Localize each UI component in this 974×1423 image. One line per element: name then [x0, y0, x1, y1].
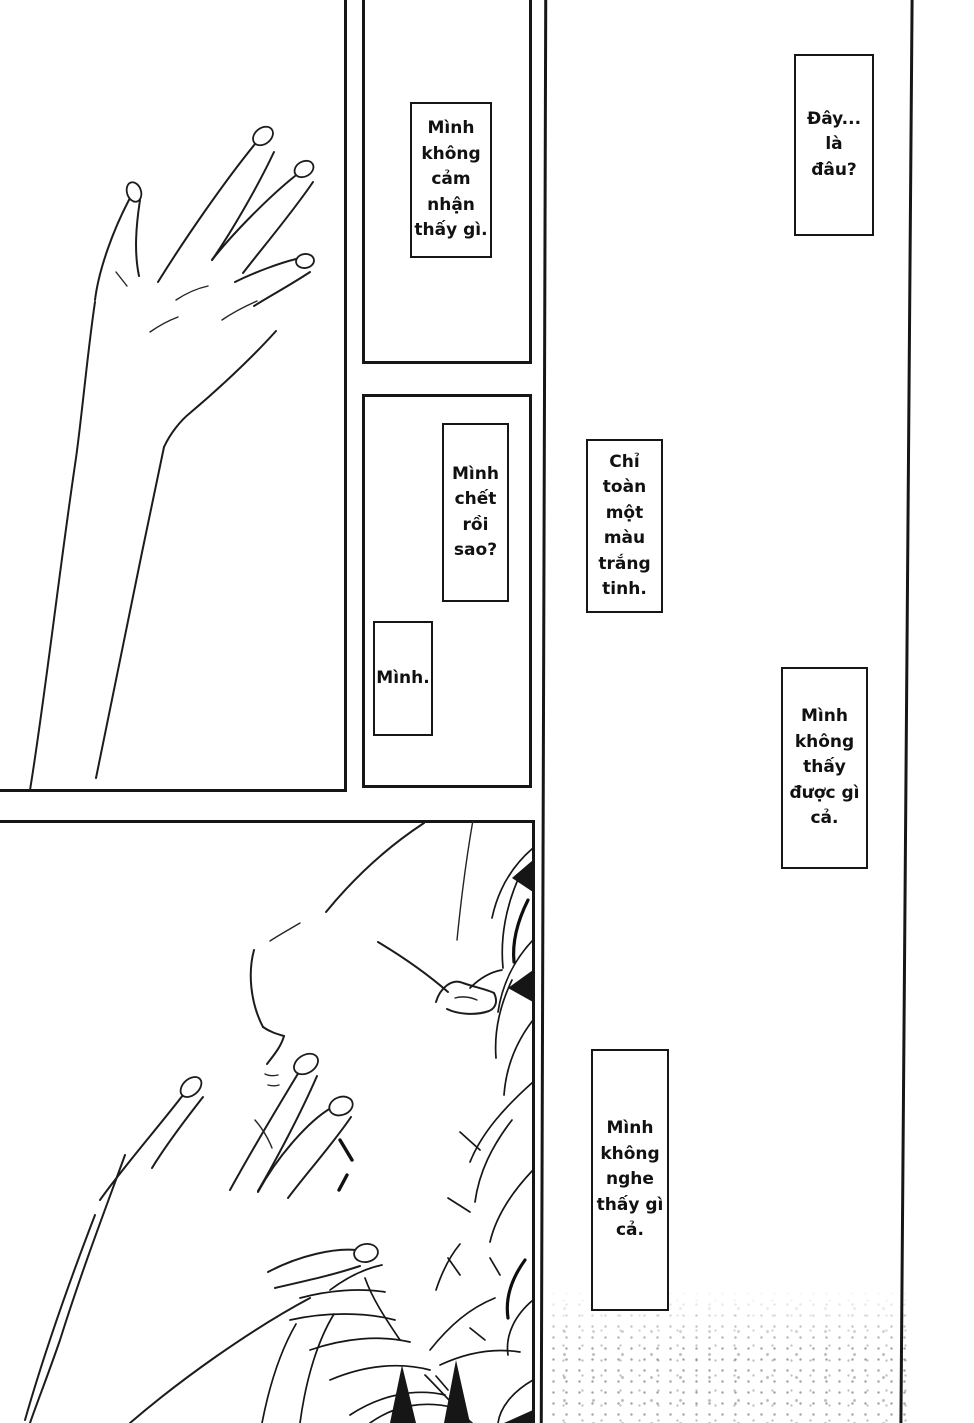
vertical-rule-center	[539, 0, 548, 1423]
vertical-rule-right	[899, 0, 914, 1423]
speech-box-where: Đây... là đâu?	[794, 54, 874, 236]
speech-box-feel: Mình không cảm nhận thấy gì.	[410, 102, 492, 258]
speech-box-white: Chỉ toàn một màu trắng tinh.	[586, 439, 663, 613]
panel-middle-top	[362, 0, 532, 364]
panel-bottom	[0, 820, 535, 1423]
speech-text: Mình.	[376, 667, 430, 688]
speech-text: Đây... là đâu?	[806, 108, 862, 180]
speech-text: Mình chết rồi sao?	[452, 463, 499, 561]
speech-box-dead: Mình chết rồi sao?	[442, 423, 509, 602]
speech-box-self: Mình.	[373, 621, 433, 736]
speech-text: Chỉ toàn một màu trắng tinh.	[598, 451, 651, 600]
speech-box-hear: Mình không nghe thấy gì cả.	[591, 1049, 669, 1311]
speech-text: Mình không cảm nhận thấy gì.	[414, 118, 488, 241]
speech-text: Mình không nghe thấy gì cả.	[596, 1118, 664, 1241]
speech-box-see: Mình không thấy được gì cả.	[781, 667, 868, 869]
speech-text: Mình không thấy được gì cả.	[789, 706, 860, 829]
panel-middle-bottom	[362, 394, 532, 788]
panel-top-left	[0, 0, 347, 792]
